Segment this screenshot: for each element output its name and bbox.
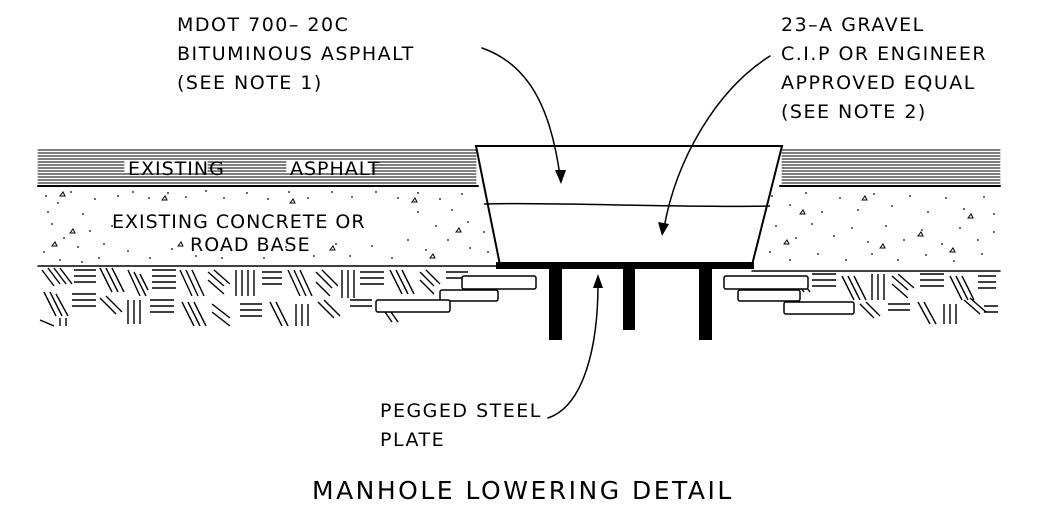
- existing-concrete-aggregate-right: [783, 195, 974, 253]
- pegged-steel-plate: [496, 262, 754, 340]
- plate-leader-arrowhead: [593, 274, 603, 288]
- asphalt-gravel-interface: [483, 202, 771, 208]
- existing-concrete-aggregate: [51, 191, 462, 259]
- plate-label-line-2: PLATE: [380, 429, 445, 451]
- gravel-spec-line-4: (SEE NOTE 2): [781, 101, 927, 123]
- existing-asphalt-label-word-1: EXISTING: [128, 158, 225, 180]
- gravel-spec-line-1: 23–A GRAVEL: [781, 14, 925, 36]
- existing-asphalt-layer-right: [779, 149, 1001, 187]
- earth-hatch-left: [39, 267, 468, 327]
- existing-asphalt-layer-left: [37, 149, 479, 187]
- existing-base-line-2: ROAD BASE: [190, 234, 311, 256]
- gravel-leader-arrowhead: [658, 222, 669, 236]
- gravel-leader: [663, 55, 771, 229]
- asphalt-leader-arrowhead: [555, 170, 566, 184]
- gravel-spec-line-3: APPROVED EQUAL: [781, 72, 976, 94]
- plate-leader: [547, 283, 599, 419]
- earth-hatch-right: [791, 273, 998, 325]
- existing-concrete-stipple: [43, 190, 489, 263]
- foundation-stones: [375, 275, 855, 315]
- existing-concrete-stipple-right: [769, 192, 995, 262]
- asphalt-spec-line-1: MDOT 700– 20C: [177, 14, 349, 36]
- existing-asphalt-label-word-2: ASPHALT: [290, 158, 380, 180]
- plate-label-line-1: PEGGED STEEL: [380, 400, 542, 422]
- asphalt-spec-line-3: (SEE NOTE 1): [177, 72, 323, 94]
- existing-base-line-1: EXISTING CONCRETE OR: [112, 211, 366, 233]
- asphalt-leader: [481, 47, 561, 177]
- asphalt-spec-line-2: BITUMINOUS ASPHALT: [177, 43, 415, 65]
- gravel-spec-line-2: C.I.P OR ENGINEER: [781, 43, 987, 65]
- diagram-title: MANHOLE LOWERING DETAIL: [312, 476, 734, 505]
